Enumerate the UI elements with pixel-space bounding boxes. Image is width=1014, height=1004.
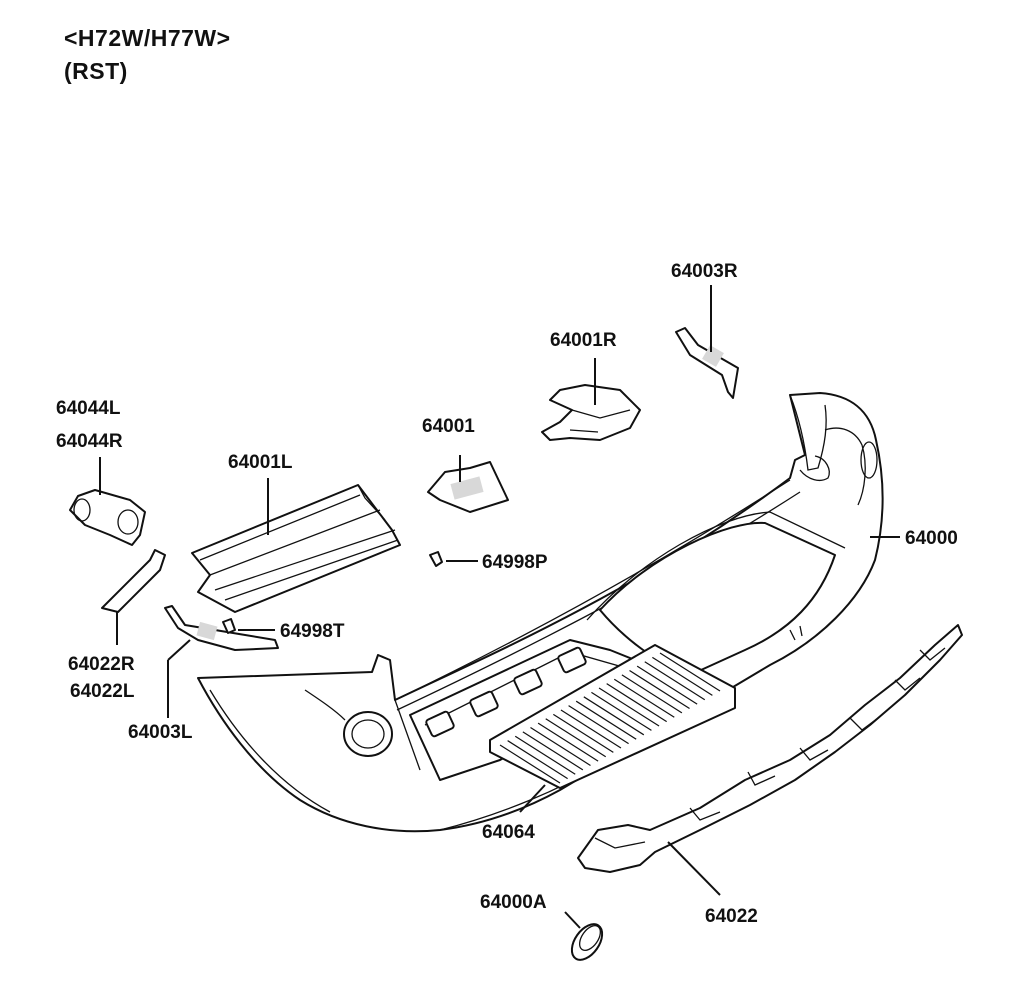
leader-bumper-cap xyxy=(564,911,581,929)
step-pad-rib xyxy=(553,713,614,753)
label-right-absorber: 64001R xyxy=(550,330,617,351)
reflector-drawing xyxy=(69,489,146,546)
step-pad-rib xyxy=(606,683,667,723)
step-pad-rib xyxy=(522,731,584,771)
step-pad-rib xyxy=(537,722,599,762)
label-reflector-l: 64044L xyxy=(56,398,121,419)
step-pad-rib xyxy=(598,687,660,727)
leader-left-bracket-a xyxy=(167,639,191,661)
label-side-garnish-l: 64022L xyxy=(70,681,135,702)
label-lower-garnish: 64022 xyxy=(705,906,758,927)
step-pad-rib xyxy=(507,740,568,780)
label-right-bracket: 64003R xyxy=(671,261,738,282)
right-absorber-drawing xyxy=(541,384,641,441)
label-clip-p: 64998P xyxy=(482,552,548,573)
rear-bumper-drawing xyxy=(197,392,884,833)
step-pad-rib xyxy=(560,709,622,749)
label-bumper-cap: 64000A xyxy=(480,892,547,913)
lower-garnish-drawing xyxy=(577,624,963,873)
step-pad-rib xyxy=(636,665,698,705)
step-pad-rib xyxy=(644,661,706,701)
leader-lower-garnish xyxy=(667,841,721,896)
leader-step-pad xyxy=(519,784,546,813)
variant-code: (RST) xyxy=(64,58,128,84)
clip-t-drawing xyxy=(222,618,236,634)
step-pad-rib xyxy=(545,718,607,758)
step-pad-rib xyxy=(568,705,629,745)
label-reflector-r: 64044R xyxy=(56,431,123,452)
clip-p-drawing xyxy=(429,551,443,567)
bumper-cap-drawing xyxy=(570,923,604,961)
reinforcement-drawing xyxy=(427,461,509,513)
model-code: <H72W/H77W> xyxy=(64,25,231,51)
label-rear-bumper: 64000 xyxy=(905,528,958,549)
step-pad-rib xyxy=(652,656,713,696)
step-pad-rib xyxy=(659,652,721,692)
left-absorber-drawing xyxy=(191,484,401,613)
step-pad-rib xyxy=(621,674,683,714)
step-pad-rib xyxy=(530,726,591,766)
step-pad-drawing xyxy=(489,644,736,789)
step-pad-rib xyxy=(583,696,645,736)
right-bracket-drawing xyxy=(675,327,739,399)
step-pad-rib xyxy=(499,744,561,784)
step-pad-rib xyxy=(613,678,675,718)
label-step-pad: 64064 xyxy=(482,822,535,843)
step-pad-rib xyxy=(514,735,576,775)
label-side-garnish-r: 64022R xyxy=(68,654,135,675)
label-reinforcement: 64001 xyxy=(422,416,475,437)
label-left-absorber: 64001L xyxy=(228,452,293,473)
label-clip-t: 64998T xyxy=(280,621,345,642)
step-pad-rib xyxy=(591,691,652,731)
side-garnish-drawing xyxy=(101,549,166,613)
step-pad-rib xyxy=(629,670,690,710)
label-left-bracket: 64003L xyxy=(128,722,193,743)
left-bracket-drawing xyxy=(164,605,279,651)
step-pad-rib xyxy=(575,700,637,740)
